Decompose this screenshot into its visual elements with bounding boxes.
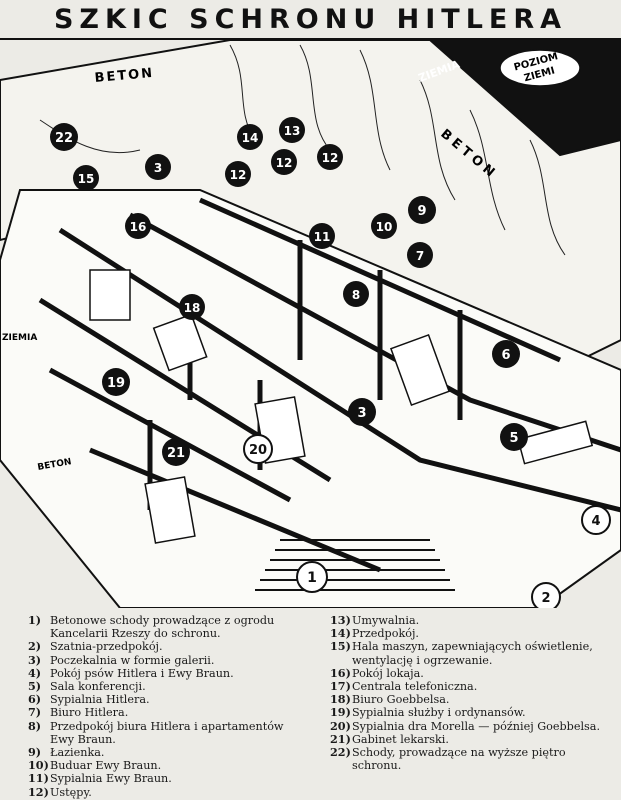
marker-16: 16: [125, 213, 151, 239]
marker-6: 6: [492, 340, 520, 368]
marker-15: 15: [73, 165, 99, 191]
svg-text:12: 12: [322, 151, 339, 165]
legend-item-14: 14)Przedpokój.: [330, 626, 419, 641]
svg-text:13: 13: [284, 124, 301, 138]
svg-text:11: 11: [314, 230, 331, 244]
legend-right-column: 13)Umywalnia. 14)Przedpokój. 15)Hala mas…: [330, 613, 615, 773]
svg-text:22: 22: [55, 131, 73, 146]
marker-3a: 3: [145, 154, 171, 180]
legend-item-19: 19)Sypialnia służby i ordynansów.: [330, 705, 526, 720]
svg-text:10: 10: [376, 220, 393, 234]
svg-text:7: 7: [416, 249, 424, 263]
svg-text:12: 12: [276, 156, 293, 170]
marker-4: 4: [581, 505, 611, 535]
svg-text:9: 9: [417, 204, 426, 219]
svg-text:19: 19: [107, 376, 125, 391]
legend-item-9: 9)Łazienka.: [28, 745, 105, 760]
legend-item-5: 5)Sala konferencji.: [28, 679, 146, 694]
legend-item-2: 2)Szatnia-przedpokój.: [28, 639, 163, 654]
marker-20: 20: [243, 434, 273, 464]
marker-21: 21: [162, 438, 190, 466]
legend-item-3: 3)Poczekalnia w formie galerii.: [28, 652, 215, 667]
svg-text:1: 1: [307, 570, 317, 586]
legend-item-16: 16)Pokój lokaja.: [330, 665, 424, 680]
legend-item-1: 1)Betonowe schody prowadzące z ogrodu Ka…: [28, 613, 275, 641]
legend-item-18: 18)Biuro Goebbelsa.: [330, 692, 450, 707]
marker-18: 18: [179, 294, 205, 320]
svg-text:6: 6: [501, 348, 510, 363]
svg-text:12: 12: [230, 168, 247, 182]
svg-text:21: 21: [167, 446, 185, 461]
page-title: SZKIC SCHRONU HITLERA: [53, 4, 568, 35]
legend-item-17: 17)Centrala telefoniczna.: [330, 679, 478, 694]
svg-text:18: 18: [184, 301, 201, 315]
legend-item-10: 10)Buduar Ewy Braun.: [28, 758, 162, 773]
svg-text:3: 3: [154, 161, 162, 175]
legend-item-4: 4)Pokój psów Hitlera i Ewy Braun.: [28, 665, 234, 680]
svg-text:16: 16: [130, 220, 147, 234]
legend-item-21: 21)Gabinet lekarski.: [330, 731, 449, 746]
marker-1: 1: [296, 561, 328, 593]
marker-11: 11: [309, 223, 335, 249]
legend-item-12: 12)Ustępy.: [28, 784, 92, 799]
marker-19: 19: [102, 368, 130, 396]
legend-item-22: 22)Schody, prowadzące na wyższe piętro s…: [330, 745, 566, 773]
poziom-ziemi-badge: [499, 49, 581, 87]
marker-13: 13: [279, 117, 305, 143]
legend-item-7: 7)Biuro Hitlera.: [28, 705, 129, 720]
legend-left-column: 1)Betonowe schody prowadzące z ogrodu Ka…: [28, 613, 308, 799]
bunker-sketch: BETON ZIEMIA POZIOM ZIEMI BETON ZIEMIA B…: [0, 40, 621, 608]
svg-text:20: 20: [249, 443, 267, 458]
marker-5: 5: [500, 423, 528, 451]
svg-text:14: 14: [242, 131, 259, 145]
legend-item-13: 13)Umywalnia.: [330, 613, 420, 627]
marker-3b: 3: [348, 398, 376, 426]
marker-7: 7: [407, 242, 433, 268]
marker-22: 22: [50, 123, 78, 151]
svg-text:4: 4: [591, 514, 600, 529]
legend-item-8: 8)Przedpokój biura Hitlera i apartamentó…: [28, 718, 284, 746]
marker-2: 2: [531, 582, 561, 608]
marker-9: 9: [408, 196, 436, 224]
marker-14: 14: [237, 124, 263, 150]
marker-12c: 12: [317, 144, 343, 170]
marker-12b: 12: [271, 149, 297, 175]
label-ziemia-left: ZIEMIA: [2, 333, 37, 343]
marker-12a: 12: [225, 161, 251, 187]
svg-text:8: 8: [352, 288, 360, 302]
label-beton-top: BETON: [94, 66, 155, 86]
svg-text:2: 2: [541, 591, 550, 606]
legend-item-20: 20)Sypialnia dra Morella — później Goebb…: [330, 718, 601, 733]
svg-text:5: 5: [509, 431, 518, 446]
svg-text:15: 15: [78, 172, 95, 186]
room-markers: 22 14 13 15 3 12 12 12 9 10 16 11 7 8 18…: [50, 117, 611, 608]
legend-item-11: 11)Sypialnia Ewy Braun.: [28, 771, 172, 786]
legend-item-15: 15)Hala maszyn, zapewniających oświetlen…: [330, 639, 593, 667]
legend-item-6: 6)Sypialnia Hitlera.: [28, 692, 150, 707]
marker-10: 10: [371, 213, 397, 239]
svg-text:3: 3: [357, 406, 366, 421]
marker-8: 8: [343, 281, 369, 307]
title-band: SZKIC SCHRONU HITLERA: [0, 0, 621, 40]
